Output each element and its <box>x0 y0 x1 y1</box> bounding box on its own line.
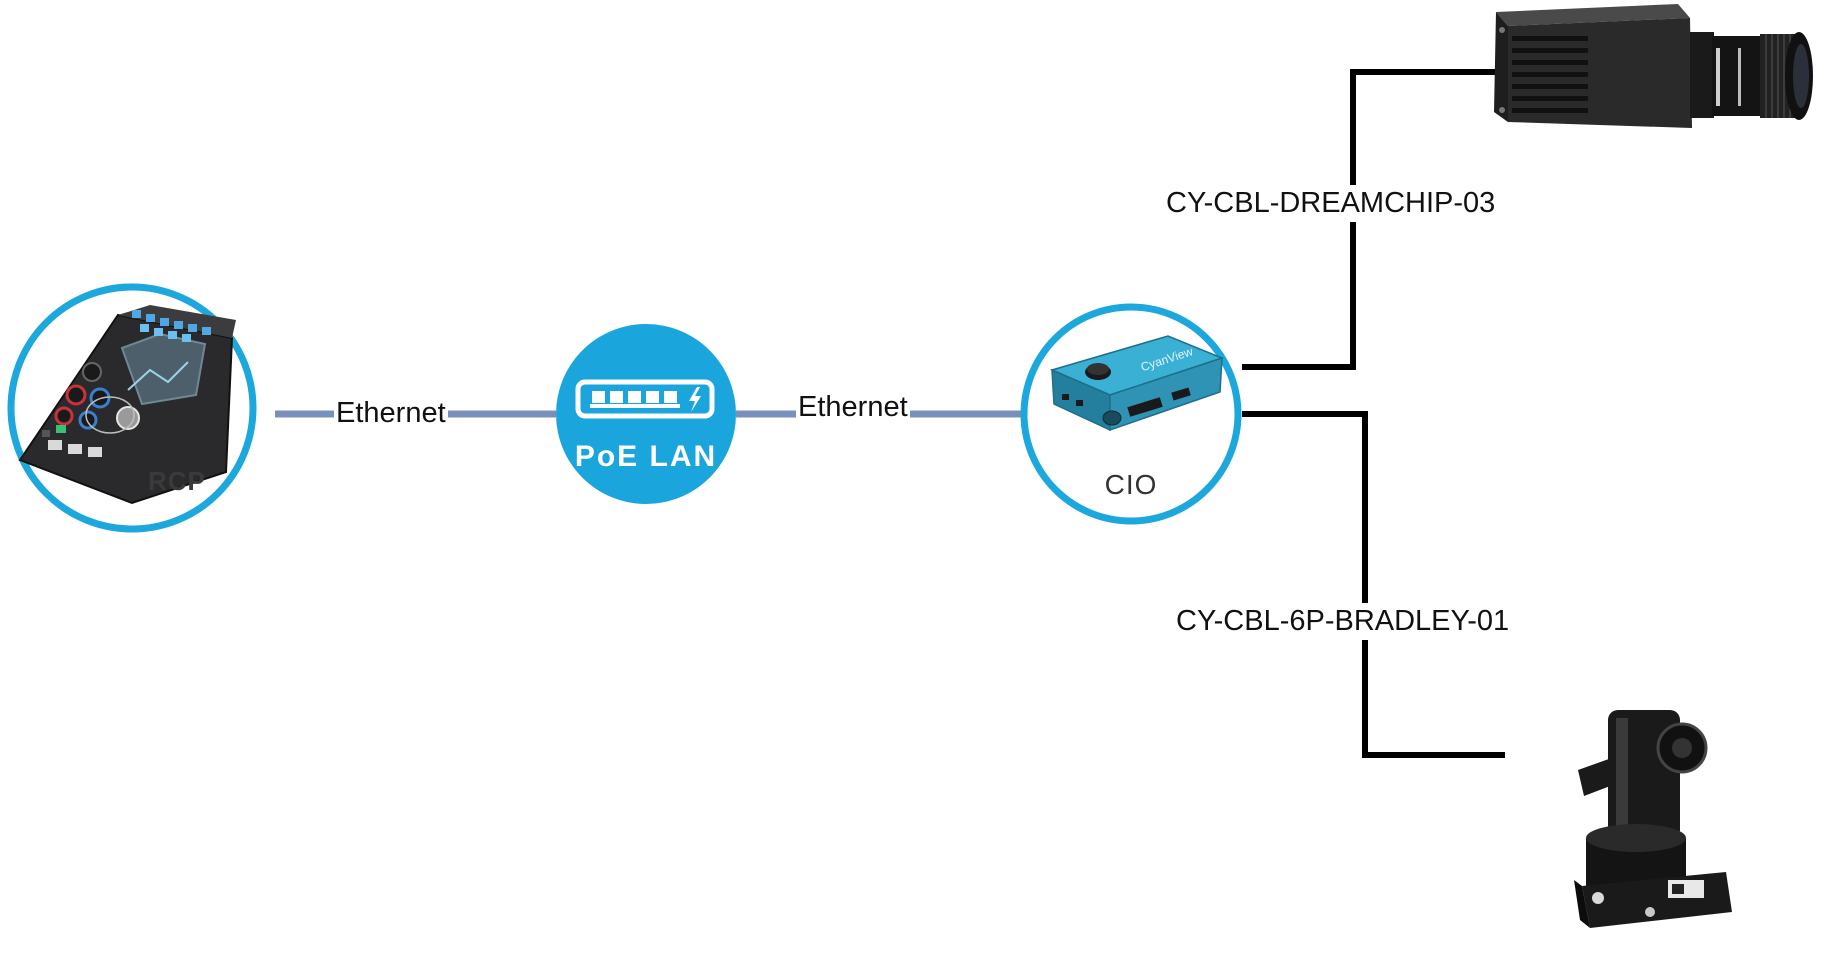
cio-node: CyanView CIO <box>1020 303 1242 525</box>
box-camera-icon <box>1494 4 1813 128</box>
rcp-node: RCP <box>7 283 257 533</box>
cable-line-pan-head <box>1242 411 1505 758</box>
network-switch-icon <box>575 379 715 419</box>
ethernet-label-rcp-poe: Ethernet <box>334 397 448 429</box>
poe-lan-node: PoE LAN <box>556 324 736 504</box>
rcp-label: RCP <box>148 466 206 496</box>
cio-box-icon: CyanView <box>1049 335 1225 432</box>
pan-tilt-head-icon <box>1574 710 1732 928</box>
rcp-panel-icon <box>18 305 236 505</box>
cio-label: CIO <box>1105 469 1158 500</box>
cable-label-bradley: CY-CBL-6P-BRADLEY-01 <box>1174 603 1512 640</box>
ethernet-label-poe-cio: Ethernet <box>796 391 910 423</box>
cable-label-dreamchip: CY-CBL-DREAMCHIP-03 <box>1164 185 1498 222</box>
poe-lan-label: PoE LAN <box>575 440 717 473</box>
